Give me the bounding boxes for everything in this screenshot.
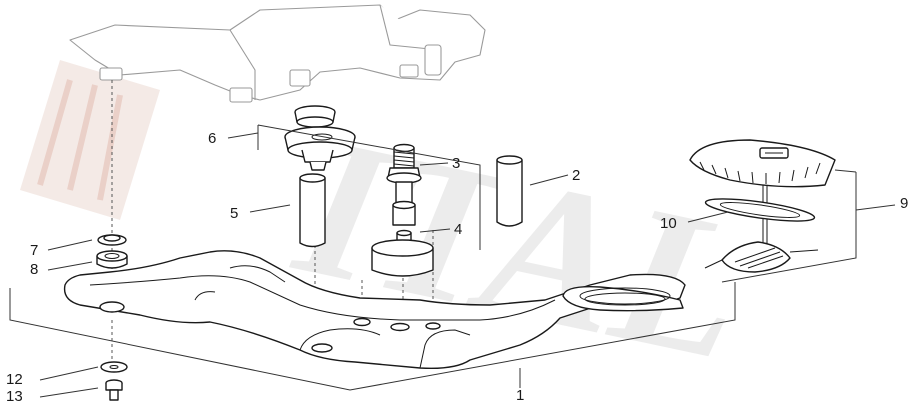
part-2-hose [496, 155, 523, 227]
callout-12: 12 [6, 371, 23, 388]
part-3-threaded-valve [386, 143, 422, 226]
part-13-bolt [105, 379, 123, 401]
leader-lines [39, 132, 729, 398]
part-10-gasket [704, 198, 816, 222]
callout-6: 6 [208, 130, 217, 147]
callout-8: 8 [30, 261, 39, 278]
group-brackets [9, 124, 896, 391]
part-9-fuel-cap [689, 139, 836, 250]
part-8-grommet [96, 250, 128, 269]
callout-10: 10 [660, 215, 677, 232]
part-6-banjo-fitting [284, 105, 356, 171]
engine-block-outline [69, 4, 486, 103]
callout-7: 7 [30, 242, 39, 259]
callout-2: 2 [572, 167, 581, 184]
part-4-fuel-filter [371, 229, 434, 277]
part-5-fuel-hose [299, 173, 326, 248]
part-7-washer [97, 234, 127, 246]
callout-4: 4 [454, 221, 463, 238]
part-12-washer [100, 361, 128, 373]
callout-1: 1 [516, 387, 525, 404]
callout-5: 5 [230, 205, 239, 222]
cap-retainer-strainer [704, 241, 819, 273]
callout-9: 9 [900, 195, 909, 212]
callout-3: 3 [452, 155, 461, 172]
callout-13: 13 [6, 388, 23, 405]
part-1-fuel-tank [63, 250, 686, 370]
